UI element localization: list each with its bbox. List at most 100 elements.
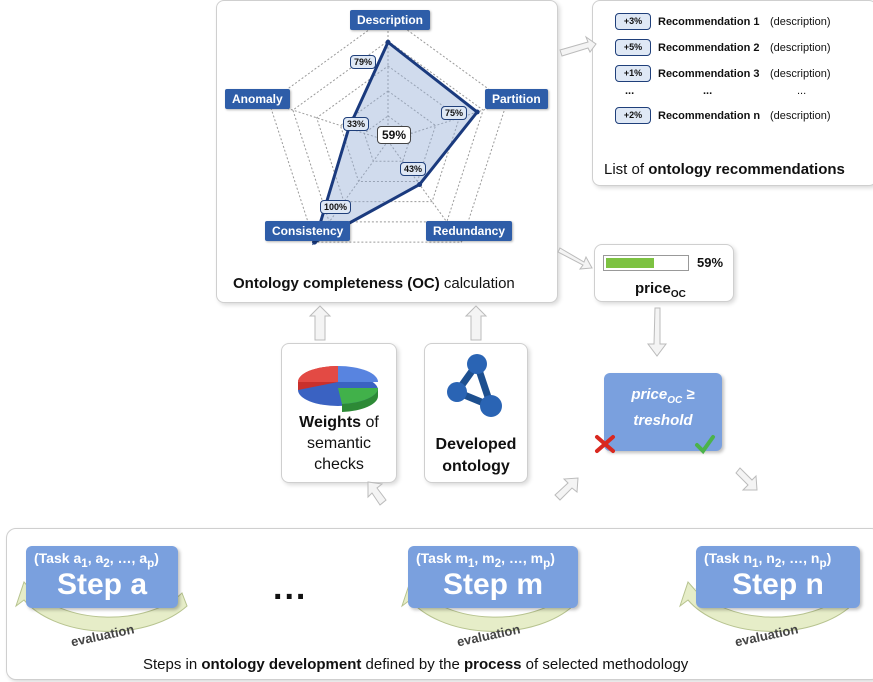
threshold-decision-box: priceOC ≥ treshold — [604, 373, 722, 451]
recommendation-row: +3% Recommendation 1 (description) — [615, 13, 831, 30]
price-value: 59% — [697, 255, 724, 270]
radar-data-point — [474, 109, 480, 115]
value-badge-description: 79% — [350, 55, 377, 69]
steps-caption-p2: defined by the — [361, 656, 464, 673]
task-var: a — [73, 550, 82, 566]
weights-line2: semantic — [306, 435, 372, 452]
value-badge-anomaly: 33% — [343, 117, 370, 131]
weights-text: Weights of semantic checks — [282, 412, 396, 475]
task-sub: 1 — [752, 556, 759, 570]
steps-caption-p1: Steps in — [143, 656, 202, 673]
oc-calculation-panel: Description Partition Redundancy Consist… — [216, 0, 558, 303]
rec-ellipsis-1: ... — [625, 85, 635, 97]
price-progress-fill — [606, 258, 655, 268]
rec-desc: (description) — [770, 15, 831, 28]
task-var: m — [482, 550, 495, 566]
arrow-to-oc-2 — [464, 305, 488, 341]
arrow-oc-to-price — [557, 247, 593, 270]
rec-name: Recommendation 3 — [658, 67, 760, 80]
task-sub: p — [819, 556, 827, 570]
rec-caption-plain: List of — [604, 161, 649, 178]
ontology-network-icon — [447, 354, 502, 417]
radar-chart — [268, 15, 508, 246]
steps-caption: Steps in ontology development defined by… — [143, 656, 688, 673]
rec-badge: +3% — [615, 13, 651, 30]
rec-badge: +1% — [615, 65, 651, 82]
rec-desc: (description) — [770, 67, 831, 80]
oc-caption-bold: Ontology completeness (OC) — [233, 275, 440, 292]
step-n-task: (Task n1, n2, …, np) — [704, 550, 832, 570]
value-badge-redundancy: 43% — [400, 162, 427, 176]
task-var: n — [743, 550, 752, 566]
accept-check-icon — [695, 435, 715, 455]
weights-rest: of — [361, 414, 379, 431]
task-prefix: (Task — [704, 550, 744, 566]
rec-name: Recommendation 1 — [658, 15, 760, 28]
task-sub: 2 — [774, 556, 782, 570]
task-sub: 2 — [103, 556, 110, 570]
step-m-name: Step m — [442, 568, 544, 601]
steps-caption-b1: ontology development — [201, 656, 362, 673]
step-a-name: Step a — [56, 568, 148, 601]
task-prefix: (Task — [416, 550, 456, 566]
task-sub: 1 — [467, 556, 475, 570]
radar-center-value: 59% — [377, 126, 412, 144]
radar-axis-partition: Partition — [485, 89, 548, 109]
radar-grid-ring — [268, 15, 508, 243]
value-badge-consistency: 100% — [320, 200, 352, 214]
step-a-task: (Task a1, a2, …, ap) — [34, 550, 159, 570]
step-n-box: (Task n1, n2, …, np) Step n — [696, 546, 860, 608]
arrow-to-oc-1 — [308, 305, 332, 341]
recommendation-row: +5% Recommendation 2 (description) — [615, 39, 831, 56]
radar-data-point — [417, 181, 423, 187]
steps-caption-b2: process — [463, 656, 522, 673]
task-var: n — [810, 550, 820, 566]
threshold-price-sub: OC — [667, 395, 683, 406]
pie-chart-icon — [298, 366, 379, 412]
evaluation-arrow-a: evaluation — [15, 581, 188, 649]
ontology-line1: Developed — [435, 436, 517, 453]
step-a-box: (Task a1, a2, …, ap) Step a — [26, 546, 178, 608]
ontology-line2: ontology — [442, 458, 510, 475]
arrow-oc-to-recs — [559, 35, 597, 57]
task-var: n — [766, 550, 775, 566]
radar-grid-ring — [292, 40, 484, 223]
oc-caption-rest: calculation — [439, 275, 515, 292]
task-sub: p — [543, 556, 551, 570]
radar-axis-description: Description — [350, 10, 431, 30]
price-label-main: price — [635, 280, 671, 297]
arrow-step-to-weights — [367, 481, 387, 506]
evaluation-arrow-n: evaluation — [679, 581, 852, 649]
radar-spoke — [268, 101, 389, 142]
rec-ellipsis-3: ... — [797, 85, 807, 97]
rec-badge: +2% — [615, 107, 651, 124]
value-badge-partition: 75% — [441, 106, 468, 120]
radar-axis-redundancy: Redundancy — [426, 221, 513, 241]
weights-panel: Weights of semantic checks — [281, 343, 397, 483]
price-panel: 59% priceOC — [594, 244, 734, 302]
step-m-task: (Task m1, m2, …, mp) — [416, 550, 555, 570]
weights-bold: Weights — [299, 414, 362, 431]
threshold-word: treshold — [633, 412, 693, 429]
arrow-threshold-to-next — [735, 467, 758, 491]
threshold-price: price — [631, 386, 668, 403]
rec-badge: +5% — [615, 39, 651, 56]
task-var: a — [139, 550, 148, 566]
step-n-name: Step n — [732, 568, 824, 601]
evaluation-arrow-m: evaluation — [401, 581, 574, 649]
ontology-text: Developed ontology — [425, 434, 527, 478]
oc-caption: Ontology completeness (OC) calculation — [233, 275, 515, 292]
developed-ontology-panel: Developed ontology — [424, 343, 528, 483]
reject-x-icon — [595, 435, 615, 453]
task-sub: p — [147, 556, 155, 570]
rec-desc: (description) — [770, 41, 831, 54]
recommendation-row: +2% Recommendation n (description) — [615, 107, 831, 124]
step-m-box: (Task m1, m2, …, mp) Step m — [408, 546, 578, 608]
steps-ellipsis: ... — [273, 569, 308, 607]
arrow-price-to-threshold — [647, 307, 667, 357]
recommendations-panel: +3% Recommendation 1 (description) +5% R… — [592, 0, 873, 186]
radar-axis-consistency: Consistency — [265, 221, 351, 241]
task-sub: 1 — [81, 556, 88, 570]
rec-ellipsis-2: ... — [703, 85, 713, 97]
price-label-sub: OC — [670, 289, 686, 300]
